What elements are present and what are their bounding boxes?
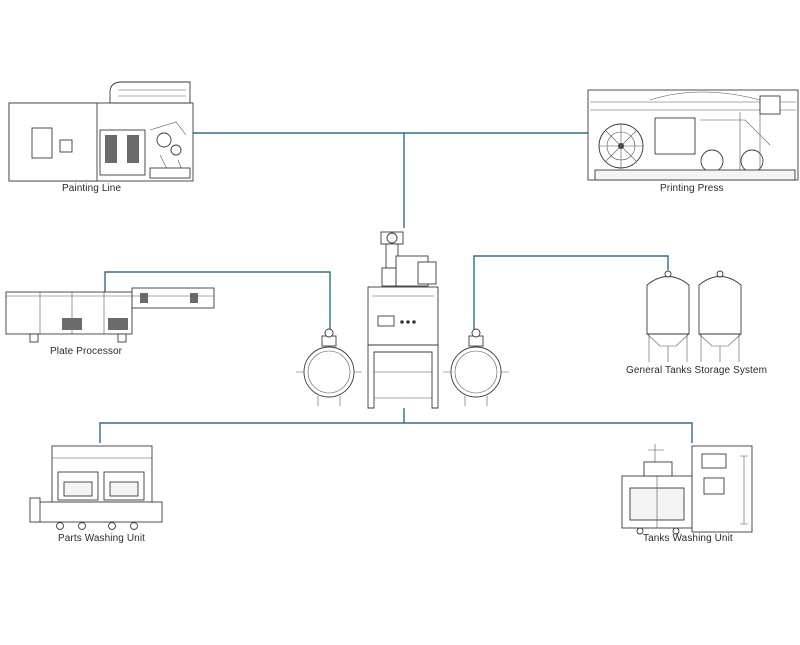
tanks-washing-label: Tanks Washing Unit <box>643 533 733 544</box>
link-general-tanks <box>473 255 669 330</box>
general-tanks-illustration <box>646 270 742 362</box>
link-bottom-bus <box>99 408 693 443</box>
connector-lines <box>99 132 693 443</box>
printing-press-illustration <box>587 89 799 181</box>
painting-line-illustration <box>8 81 194 182</box>
central-unit-illustration <box>296 231 509 409</box>
general-tanks-label: General Tanks Storage System <box>626 365 768 376</box>
printing-press-label: Printing Press <box>660 183 724 194</box>
parts-washing-illustration <box>29 445 163 530</box>
link-plate-processor <box>104 271 331 330</box>
parts-washing-label: Parts Washing Unit <box>58 533 146 544</box>
tanks-washing-illustration <box>621 444 753 535</box>
painting-line-label: Painting Line <box>62 183 122 194</box>
plate-processor-label: Plate Processor <box>50 346 123 357</box>
plate-processor-illustration <box>5 287 215 343</box>
